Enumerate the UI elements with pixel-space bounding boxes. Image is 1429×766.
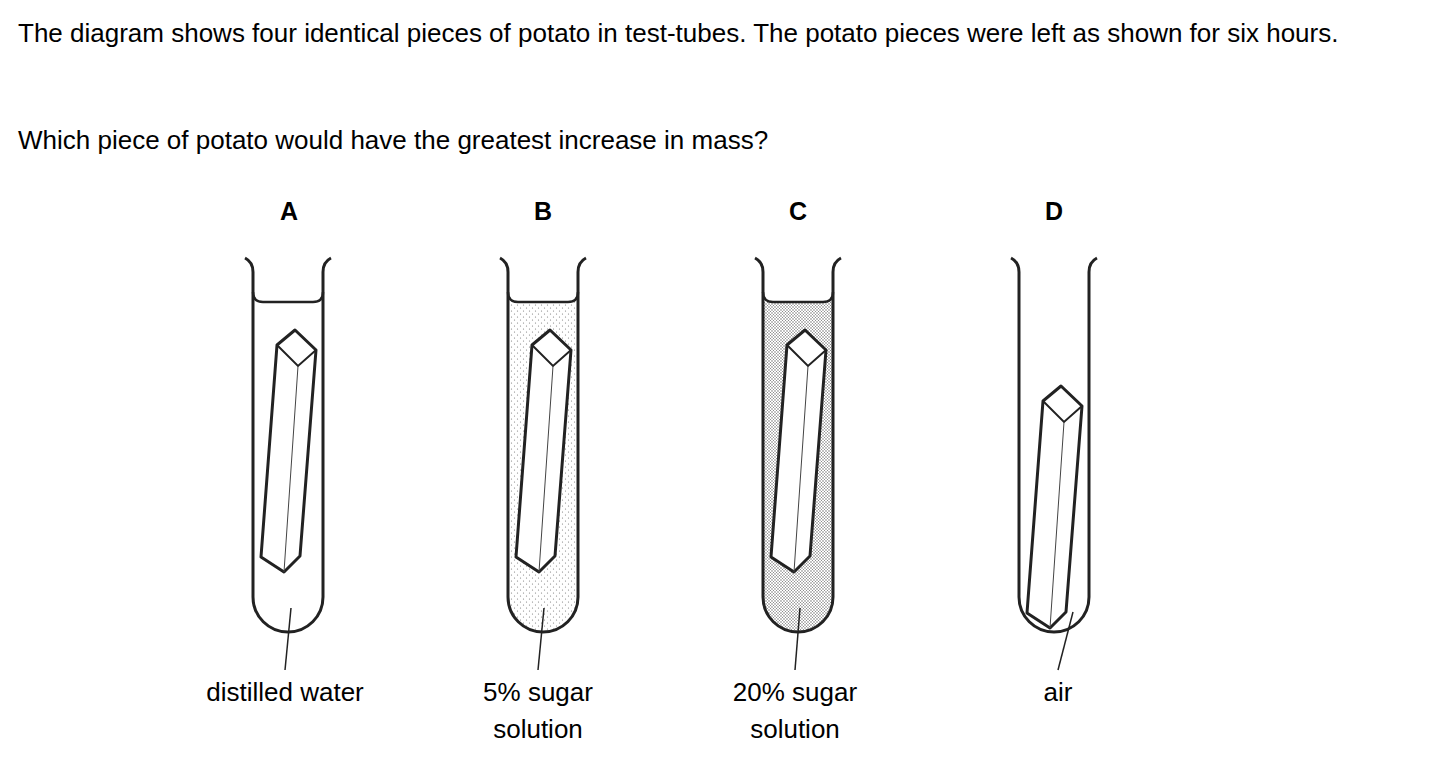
question-text: Which piece of potato would have the gre… <box>18 122 1358 159</box>
contents-label: air <box>938 674 1178 711</box>
contents-label: 20% sugar solution <box>715 674 875 748</box>
tube-a <box>245 258 331 632</box>
tube-letter: A <box>259 193 319 230</box>
tube-letter: C <box>768 193 828 230</box>
question-text: The diagram shows four identical pieces … <box>18 15 1358 52</box>
tube-c <box>755 258 841 632</box>
leader-lines <box>285 608 1073 670</box>
contents-label: distilled water <box>165 674 405 711</box>
tube-d <box>1011 258 1097 632</box>
tube-letter: B <box>513 193 573 230</box>
tube-b <box>500 258 586 632</box>
tube-letter: D <box>1024 193 1084 230</box>
contents-label: 5% sugar solution <box>458 674 618 748</box>
